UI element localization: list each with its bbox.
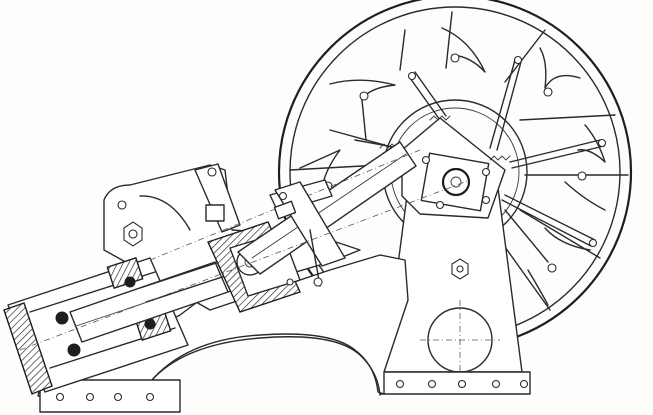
crank-block: [379, 115, 511, 219]
frame-foot-bolts: [55, 392, 155, 402]
pedestal-foot-bolts: [395, 379, 529, 389]
cylinder-end-cap: [3, 302, 53, 395]
crank-springs: [379, 115, 511, 161]
pedestal-nut: [451, 258, 469, 280]
frame-lower-curve: [139, 336, 381, 397]
frame-nut: [123, 221, 143, 247]
frame-stud: [205, 204, 225, 222]
engine-centerline: [19, 179, 471, 351]
guide-bar: [273, 181, 346, 287]
crank-pin: [441, 167, 471, 197]
crank-bolts: [421, 155, 491, 210]
frame-upper-bracket: [117, 163, 241, 233]
flywheel-paddles: [299, 27, 606, 306]
